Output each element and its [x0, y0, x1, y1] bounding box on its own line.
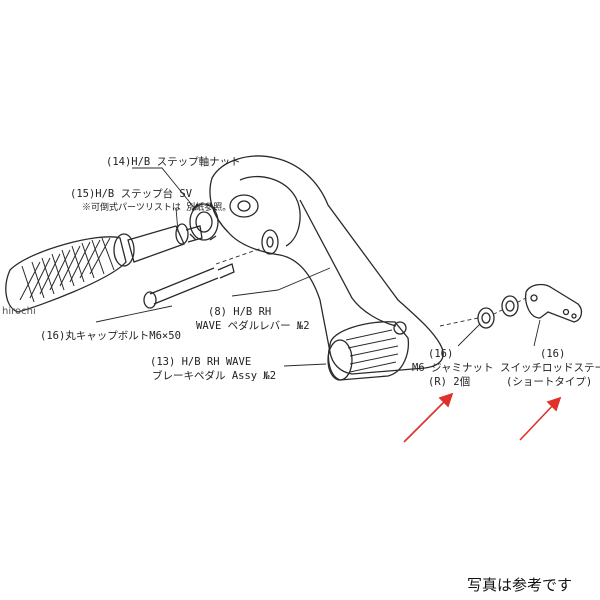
- label-jam-nut-2: M6 ジャミナット: [412, 362, 494, 374]
- cap-bolt: [144, 264, 234, 308]
- label-rod-stay-3: (ショートタイプ): [506, 376, 593, 388]
- label-pedal-lever-2: WAVE ペダルレバー №2: [196, 320, 310, 332]
- label-step-base-note: ※可倒式パーツリストは 別紙参照。: [82, 203, 232, 213]
- label-brake-pedal-2: ブレーキペダル Assy №2: [152, 370, 277, 382]
- arrow-head-right: [548, 398, 560, 410]
- label-pedal-lever-1: (8) H/B RH: [208, 306, 272, 318]
- label-jam-nut-1: (16): [428, 348, 454, 360]
- label-rod-stay-1: (16): [540, 348, 566, 360]
- red-arrows: [404, 394, 560, 442]
- label-brake-pedal-1: (13) H/B RH WAVE: [150, 356, 252, 368]
- leader-lines: [96, 168, 540, 366]
- arrow-head-left: [440, 394, 452, 406]
- brake-pedal-tip: [328, 322, 408, 380]
- shaft-nut: [190, 204, 218, 240]
- pedal-lever: [210, 156, 443, 374]
- label-step-base: (15)H/B ステップ台 SV: [70, 188, 193, 200]
- switch-rod-stay: [526, 285, 582, 322]
- label-jam-nut-3: (R) 2個: [428, 376, 471, 388]
- label-rod-stay-2: スイッチロッドステー: [500, 362, 600, 374]
- reference-caption: 写真は参考です: [466, 576, 572, 594]
- label-shaft-nut: (14)H/B ステップ軸ナット: [106, 156, 241, 168]
- label-cap-bolt: (16)丸キャップボルトM6×50: [40, 330, 181, 342]
- watermark: hirochi: [2, 306, 36, 317]
- jam-nuts: [478, 296, 518, 328]
- footpeg-step: [6, 234, 134, 312]
